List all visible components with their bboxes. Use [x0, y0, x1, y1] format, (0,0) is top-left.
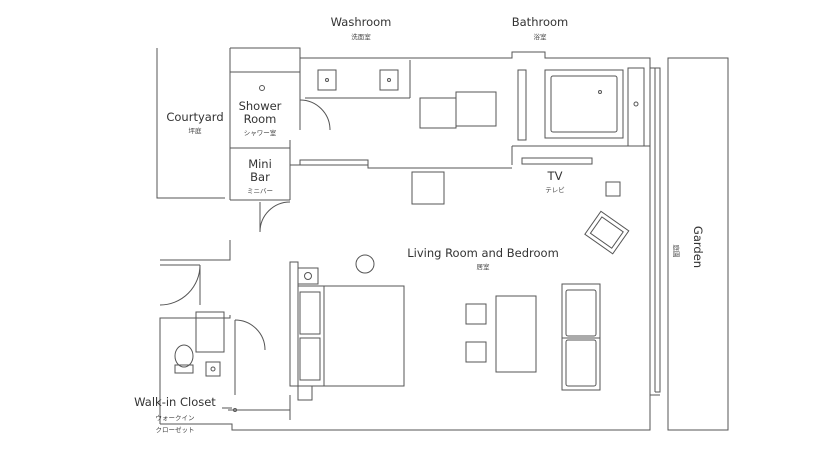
sink-left-icon [317, 69, 337, 91]
shower-room-label-2: Room [243, 112, 277, 126]
washbasin-icon [205, 361, 221, 377]
garden-label: Garden [691, 225, 705, 269]
toilet-icon [174, 344, 194, 368]
mini-bar-label-1: Mini [248, 157, 272, 171]
side-table-icon [411, 171, 445, 205]
shower-room-label-jp: シャワー室 [243, 129, 277, 137]
closet-walls [228, 319, 291, 420]
toilet-area [159, 264, 225, 377]
stool-icon [465, 303, 487, 325]
tv-label: TV [547, 169, 563, 183]
bathtub-icon [544, 69, 624, 139]
mini-bar-label-2: Bar [250, 170, 270, 184]
shower-room-walls [230, 58, 331, 200]
coffee-table-icon [495, 295, 537, 373]
outer-walls [156, 47, 661, 431]
tv-label-jp: テレビ [545, 186, 565, 194]
washroom-label-jp: 洗面室 [351, 33, 371, 41]
lamp-icon [355, 254, 375, 274]
tv-unit [521, 157, 593, 165]
bathroom-label: Bathroom [511, 15, 569, 29]
bathroom-fixtures [511, 67, 650, 165]
sofa-icon [561, 283, 601, 391]
minibar-walls [230, 199, 291, 233]
walk-in-closet-label-jp-2: クローゼット [155, 426, 195, 434]
shower-room-label-1: Shower [238, 99, 282, 113]
bench-icon [419, 97, 457, 129]
armchair-icon [584, 210, 630, 255]
bed-icon [289, 261, 405, 401]
tv-icon [521, 157, 593, 165]
walk-in-closet-label: Walk-in Closet [134, 395, 216, 409]
walk-in-closet-label-jp-1: ウォークイン [155, 414, 195, 422]
living-furniture [465, 283, 601, 391]
sink-right-icon [379, 69, 399, 91]
mini-bar-label-jp: ミニバー [247, 187, 273, 195]
shower-head-icon [259, 85, 265, 91]
partition-walls [290, 159, 512, 169]
washroom-label: Washroom [330, 15, 392, 29]
stool-icon-2 [465, 341, 487, 363]
garden-label-jp: 庭園 [672, 244, 680, 258]
living-bedroom-label-jp: 居室 [476, 263, 490, 271]
courtyard-label-jp: 坪庭 [188, 127, 202, 135]
washroom-fixtures [305, 60, 497, 129]
bathroom-label-jp: 浴室 [533, 33, 547, 41]
courtyard-label: Courtyard [166, 110, 224, 124]
small-table-icon [605, 181, 621, 197]
garden-strip [667, 57, 729, 431]
living-bedroom-label: Living Room and Bedroom [407, 246, 559, 260]
